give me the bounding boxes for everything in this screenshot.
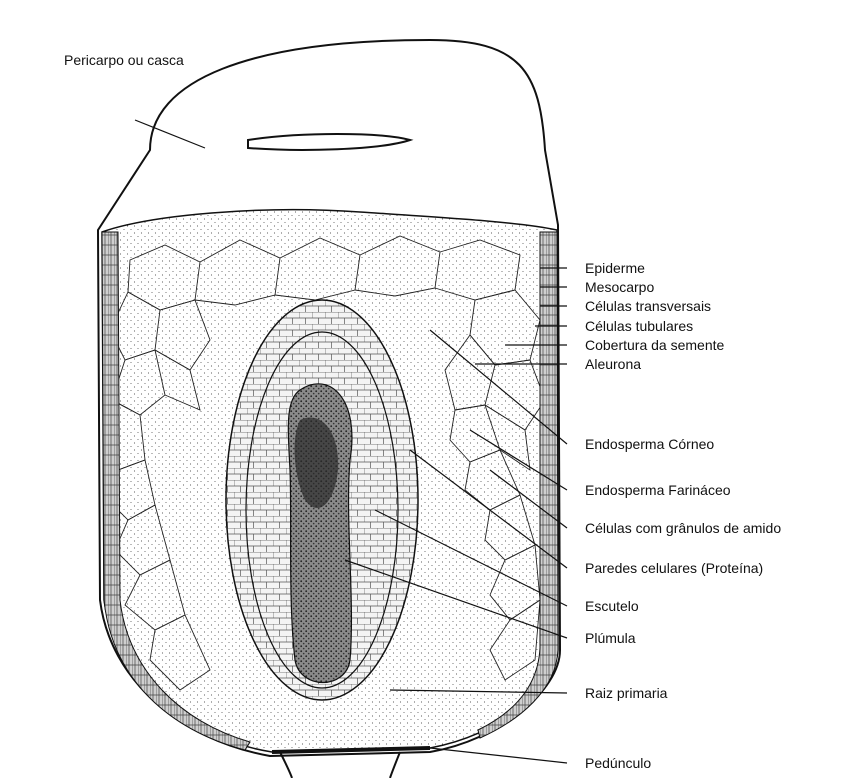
label-celulas-tubulares: Células tubulares [585, 318, 693, 334]
label-plumula: Plúmula [585, 630, 636, 646]
label-pericarpo: Pericarpo ou casca [64, 52, 184, 68]
label-aleurona: Aleurona [585, 356, 641, 372]
label-endosperma-corneo: Endosperma Córneo [585, 436, 714, 452]
label-raiz-primaria: Raiz primaria [585, 685, 667, 701]
label-escutelo: Escutelo [585, 598, 639, 614]
label-celulas-transversais: Células transversais [585, 298, 711, 314]
label-paredes-celulares: Paredes celulares (Proteína) [585, 560, 763, 576]
label-celulas-amido: Células com grânulos de amido [585, 520, 781, 536]
label-endosperma-farinaceo: Endosperma Farináceo [585, 482, 731, 498]
label-mesocarpo: Mesocarpo [585, 279, 654, 295]
label-pedunculo: Pedúnculo [585, 755, 651, 771]
label-cobertura-semente: Cobertura da semente [585, 337, 724, 353]
label-epiderme: Epiderme [585, 260, 645, 276]
